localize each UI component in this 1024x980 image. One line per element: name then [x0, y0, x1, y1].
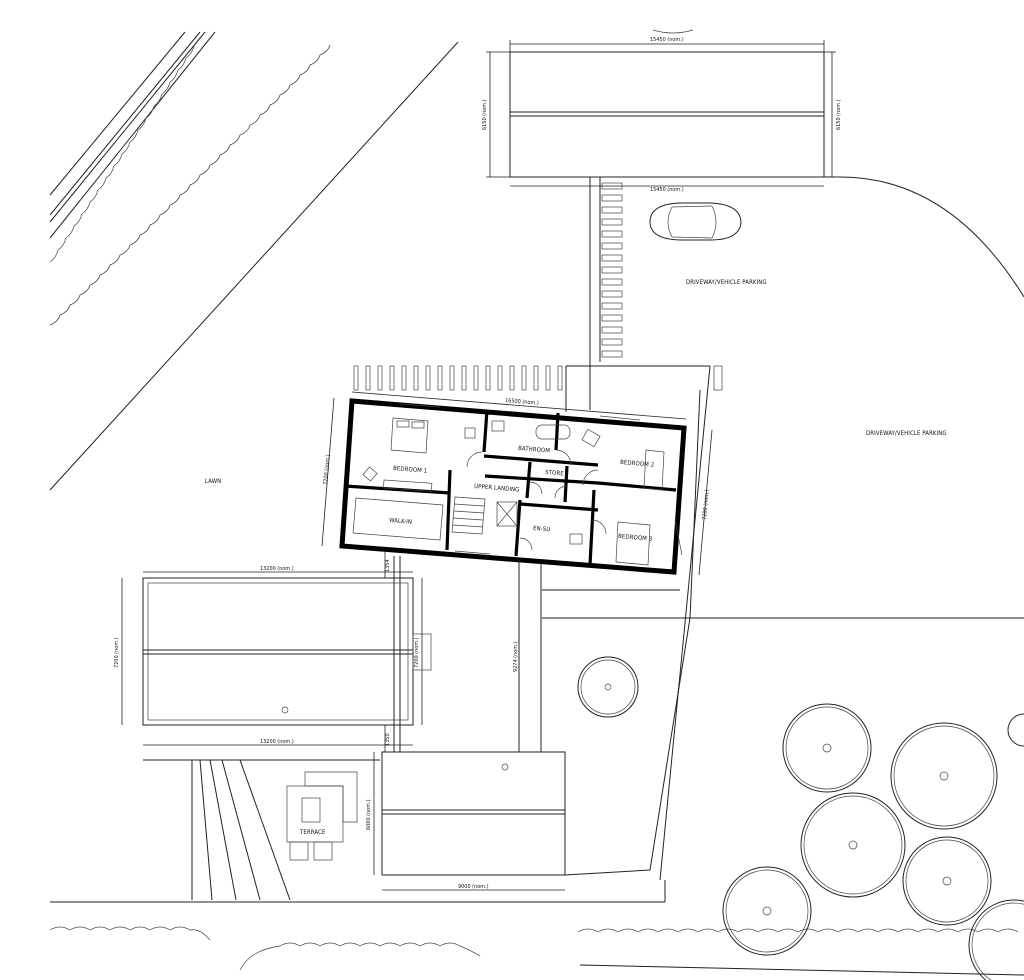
lower-wing: 13200 (nom.) 13200 (nom.) 7200 (nom.) 72… — [114, 566, 432, 761]
tree-icon — [577, 656, 639, 718]
garden-path — [191, 759, 291, 901]
gap-upper-dimension: 1354 — [385, 559, 391, 572]
upper-landing-label: UPPER LANDING — [474, 483, 520, 494]
garden-boundary — [49, 869, 1024, 976]
bathtub-icon — [535, 424, 571, 440]
main-house: 16500 (nom.) 7200 (nom.) 7200 (nom.) BED… — [321, 391, 713, 576]
annex-left-dimension: 6000 (nom.) — [366, 799, 372, 830]
road-verge — [49, 31, 459, 491]
driveway-top-label: DRIVEWAY/VEHICLE PARKING — [686, 279, 767, 286]
terrace: TERRACE — [286, 771, 358, 861]
bedroom1-label: BEDROOM 1 — [393, 465, 428, 475]
house-right-dimension: 7200 (nom.) — [702, 489, 711, 520]
wing-right-dimension: 7200 (nom.) — [414, 637, 420, 668]
bedroom2-label: BEDROOM 2 — [620, 459, 655, 469]
tree-icon — [1007, 713, 1024, 747]
wing-left-dimension: 7200 (nom.) — [114, 637, 120, 668]
terrace-label: TERRACE — [299, 829, 326, 836]
en-su-label: EN-SU — [533, 525, 551, 533]
annex-bottom-dimension: 9000 (nom.) — [458, 884, 489, 890]
driveway: DRIVEWAY/VEHICLE PARKING DRIVEWAY/VEHICL… — [205, 176, 1024, 485]
paving-strips — [601, 182, 623, 358]
annex-block: 6000 (nom.) 9000 (nom.) — [366, 751, 566, 891]
staircase — [451, 496, 518, 535]
fence-posts — [353, 365, 723, 391]
tree-icon — [902, 836, 992, 926]
house-left-dimension: 7200 (nom.) — [323, 454, 332, 485]
car-icon — [649, 202, 742, 241]
garage-top-dimension: 15450 (nom.) — [650, 37, 684, 43]
bathroom-label: BATHROOM — [518, 445, 551, 455]
gap-lower-dimension: 1350 — [385, 733, 391, 746]
driveway-right-label: DRIVEWAY/VEHICLE PARKING — [866, 430, 947, 437]
garage-bottom-dimension: 15450 (nom.) — [650, 187, 684, 193]
store-label: STORE — [545, 469, 565, 478]
garage-left-dimension: 6150 (nom.) — [482, 99, 488, 130]
wing-bottom-dimension: 13200 (nom.) — [260, 739, 294, 745]
link-corridor: 1354 1350 9274 (nom.) — [384, 552, 542, 752]
house-top-dimension: 16500 (nom.) — [505, 398, 539, 407]
garage-block: 15450 (nom.) 15450 (nom.) 6150 (nom.) 61… — [482, 29, 842, 193]
tree-icon — [968, 899, 1024, 980]
bed-icon — [390, 417, 429, 454]
walk-in-label: WALK-IN — [389, 517, 412, 526]
link-length-dimension: 9274 (nom.) — [513, 641, 519, 672]
tree-icon — [722, 866, 812, 956]
lawn-label: LAWN — [205, 478, 221, 485]
tree-icon — [890, 722, 998, 830]
site-boundary-right — [542, 365, 1024, 881]
bedroom3-label: BEDROOM 3 — [618, 533, 653, 543]
trees — [577, 656, 1024, 980]
wing-top-dimension: 13200 (nom.) — [260, 566, 294, 572]
tree-icon — [800, 792, 906, 898]
garage-right-dimension: 6150 (nom.) — [836, 99, 842, 130]
tree-icon — [782, 703, 872, 793]
